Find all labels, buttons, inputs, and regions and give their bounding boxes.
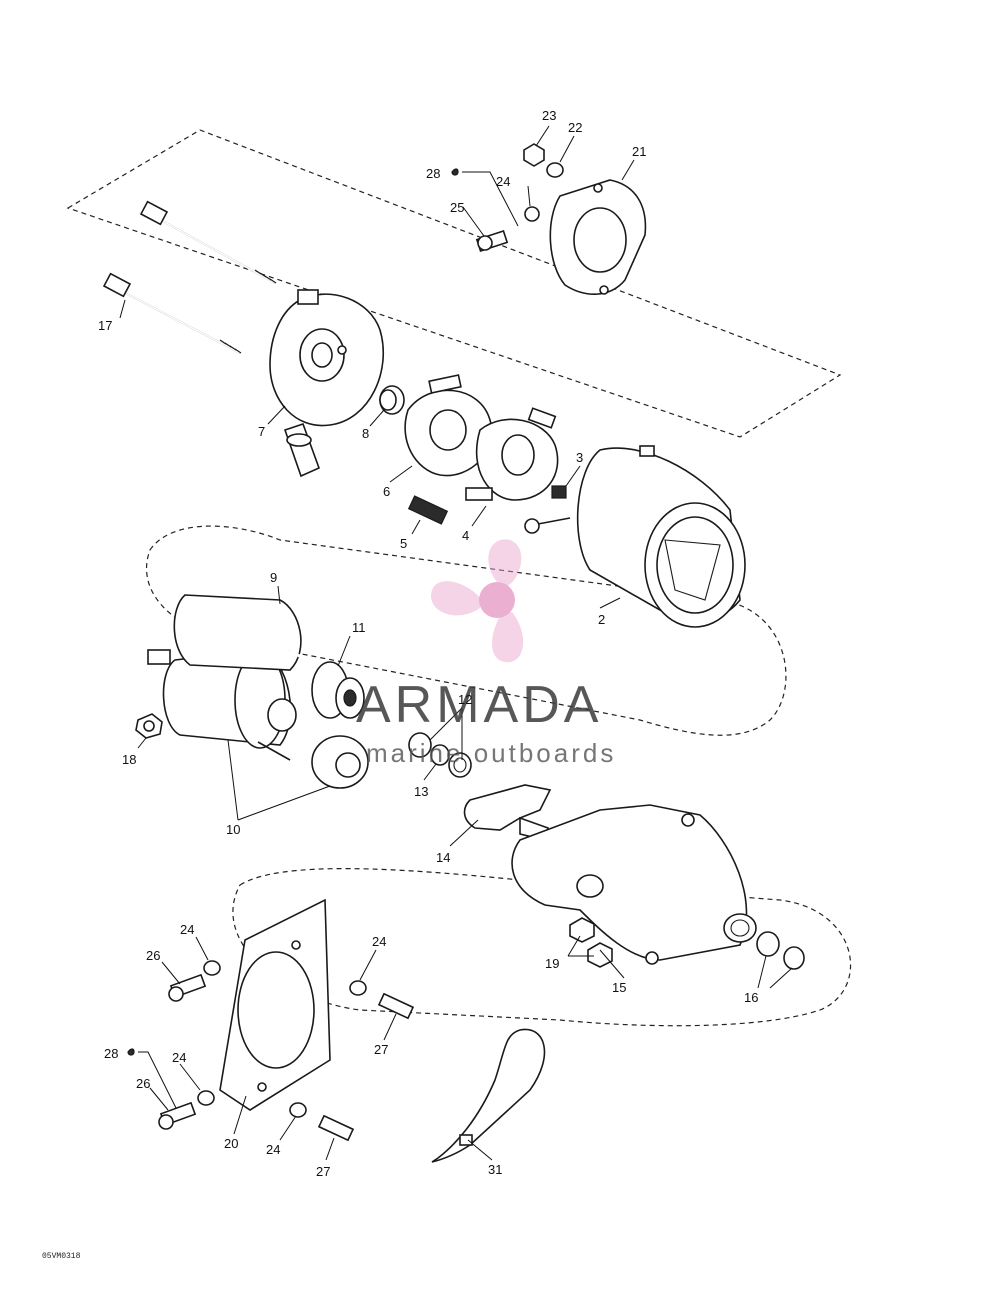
nut-18 bbox=[135, 713, 163, 739]
callout-25: 25 bbox=[450, 200, 464, 215]
callout-22: 22 bbox=[568, 120, 582, 135]
callout-28a: 28 bbox=[426, 166, 440, 181]
group-outline-top bbox=[66, 129, 842, 438]
callout-23: 23 bbox=[542, 108, 556, 123]
callout-26a: 26 bbox=[146, 948, 160, 963]
callout-7: 7 bbox=[258, 424, 265, 439]
callout-16: 16 bbox=[744, 990, 758, 1005]
overrunning-clutch bbox=[311, 661, 365, 719]
callout-17: 17 bbox=[98, 318, 112, 333]
bushings-16 bbox=[756, 931, 805, 970]
callout-20: 20 bbox=[224, 1136, 238, 1151]
watermark-tagline: marine outboards bbox=[366, 738, 616, 768]
spring-5 bbox=[407, 495, 449, 525]
callout-26b: 26 bbox=[136, 1076, 150, 1091]
brush-holder bbox=[465, 407, 559, 501]
yoke-screw bbox=[524, 517, 571, 534]
through-bolts bbox=[102, 200, 277, 354]
callout-13: 13 bbox=[414, 784, 428, 799]
callout-14: 14 bbox=[436, 850, 450, 865]
solenoid bbox=[147, 649, 297, 761]
callout-8: 8 bbox=[362, 426, 369, 441]
mounting-bracket bbox=[219, 898, 331, 1111]
yoke-housing bbox=[576, 445, 746, 628]
callout-3: 3 bbox=[576, 450, 583, 465]
callout-28b: 28 bbox=[104, 1046, 118, 1061]
bushing-8 bbox=[379, 385, 405, 415]
fasteners bbox=[127, 143, 564, 1142]
callout-15: 15 bbox=[612, 980, 626, 995]
plunger-cap bbox=[311, 735, 369, 789]
callout-2: 2 bbox=[598, 612, 605, 627]
gasket-plate bbox=[549, 179, 647, 295]
callout-5: 5 bbox=[400, 536, 407, 551]
callout-4: 4 bbox=[462, 528, 469, 543]
callout-31: 31 bbox=[488, 1162, 502, 1177]
callout-10: 10 bbox=[226, 822, 240, 837]
callout-6: 6 bbox=[383, 484, 390, 499]
callout-24d: 24 bbox=[172, 1050, 186, 1065]
callout-19: 19 bbox=[545, 956, 559, 971]
leader-lines bbox=[119, 125, 793, 1161]
callout-18: 18 bbox=[122, 752, 136, 767]
callout-24c: 24 bbox=[372, 934, 386, 949]
callout-24e: 24 bbox=[266, 1142, 280, 1157]
callout-27a: 27 bbox=[374, 1042, 388, 1057]
shift-lever bbox=[463, 784, 552, 841]
callout-11: 11 bbox=[352, 620, 366, 635]
brush-3 bbox=[551, 485, 567, 499]
diagram-reference-code: 05VM0318 bbox=[42, 1252, 81, 1261]
nuts-19 bbox=[569, 917, 613, 968]
callout-9: 9 bbox=[270, 570, 277, 585]
watermark-name: ARMADA bbox=[356, 676, 602, 734]
drive-housing bbox=[511, 804, 757, 965]
callout-12: 12 bbox=[458, 692, 472, 707]
cable-tie bbox=[431, 1028, 546, 1163]
callout-21: 21 bbox=[632, 144, 646, 159]
end-cover bbox=[269, 289, 385, 478]
group-outline-middle bbox=[145, 525, 787, 736]
callout-24a: 24 bbox=[496, 174, 510, 189]
armada-logo bbox=[430, 539, 524, 663]
retaining-rings bbox=[408, 732, 472, 778]
brush-plate bbox=[404, 374, 493, 477]
armature bbox=[173, 594, 401, 722]
callout-labels: 2 3 4 5 6 7 8 9 10 11 12 13 14 15 16 17 … bbox=[98, 108, 758, 1179]
callout-27b: 27 bbox=[316, 1164, 330, 1179]
callout-24b: 24 bbox=[180, 922, 194, 937]
